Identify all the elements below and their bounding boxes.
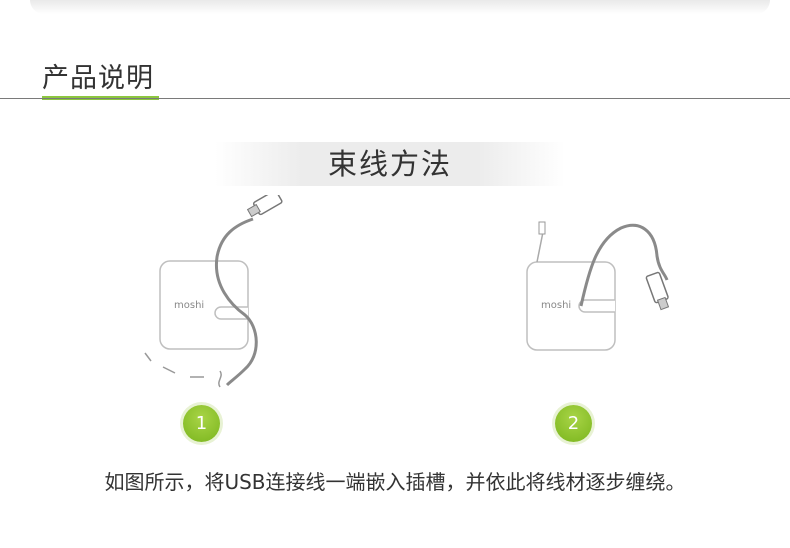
usb-connector xyxy=(645,271,670,311)
charger-body xyxy=(159,260,249,350)
charger-logo: moshi xyxy=(174,300,204,311)
cable-wrap-arrows xyxy=(144,352,222,388)
step2-illustration: moshi xyxy=(526,221,670,351)
usb-connector xyxy=(246,195,283,218)
lightning-cable xyxy=(536,231,544,263)
banner-heading: 束线方法 xyxy=(215,142,565,186)
usb-cable xyxy=(214,217,258,387)
step1-badge: 1 xyxy=(183,405,220,442)
section-title: 产品说明 xyxy=(42,63,154,94)
top-shadow xyxy=(30,0,770,14)
usb-cable xyxy=(579,223,669,307)
cable-slot xyxy=(578,299,615,313)
charger-logo: moshi xyxy=(541,300,571,311)
step2-badge: 2 xyxy=(555,405,592,442)
step1-illustration: moshi xyxy=(144,195,283,388)
title-divider xyxy=(0,98,790,99)
instruction-caption: 如图所示，将USB连接线一端嵌入插槽，并依此将线材逐步缠绕。 xyxy=(104,470,686,494)
lightning-connector xyxy=(538,221,546,235)
